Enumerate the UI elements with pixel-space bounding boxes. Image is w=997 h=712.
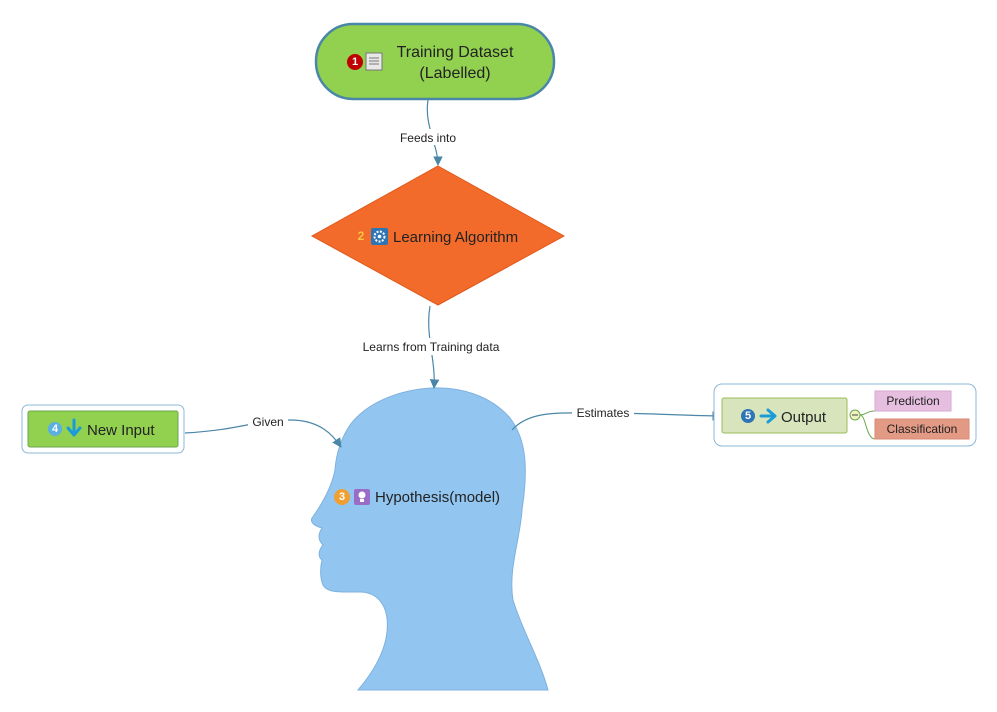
edge-label-given: Given [252, 415, 283, 429]
edge-given [184, 419, 342, 448]
collapse-toggle[interactable] [849, 409, 861, 421]
classification-child[interactable]: Classification [874, 418, 970, 440]
new-input-label: New Input [87, 422, 155, 439]
algorithm-number: 2 [358, 229, 365, 243]
training-dataset-node[interactable]: 1 Training Dataset (Labelled) [314, 22, 556, 101]
training-title-line1: Training Dataset [397, 44, 514, 61]
training-number-badge [347, 54, 363, 70]
training-title-line2: (Labelled) [419, 65, 490, 82]
learning-algorithm-node[interactable]: 2 Learning Algorithm [310, 165, 566, 306]
classification-box [874, 418, 970, 440]
arrow-down-icon [66, 418, 82, 437]
classification-label: Classification [887, 422, 958, 436]
output-label: Output [781, 409, 827, 426]
output-number: 5 [745, 410, 751, 422]
new-input-number: 4 [52, 423, 59, 435]
new-input-box [27, 410, 179, 448]
new-input-number-badge [48, 422, 62, 436]
algorithm-label: Learning Algorithm [393, 229, 518, 246]
document-icon [365, 52, 383, 71]
edge-label-learns-from: Learns from Training data [363, 340, 500, 354]
edge-label-bg [248, 414, 288, 429]
prediction-box [874, 390, 952, 412]
prediction-label: Prediction [886, 394, 939, 408]
child-connector [859, 410, 876, 416]
hypothesis-number: 3 [339, 491, 345, 503]
hypothesis-label: Hypothesis(model) [375, 489, 500, 506]
edge-label-bg [352, 338, 512, 355]
training-number: 1 [352, 56, 358, 68]
gear-icon [371, 228, 388, 245]
output-number-badge [741, 409, 755, 423]
prediction-child[interactable]: Prediction [874, 390, 952, 412]
output-node[interactable]: 5 Output Prediction Classification [713, 383, 977, 447]
hypothesis-node[interactable]: 3 Hypothesis(model) [311, 387, 549, 691]
edge-label-bg [572, 405, 634, 420]
new-input-node[interactable]: 4 New Input [21, 404, 185, 454]
edge-label-bg [393, 129, 463, 145]
hypothesis-number-badge [334, 489, 350, 505]
training-dataset-box [314, 22, 556, 101]
edge-label-estimates: Estimates [577, 406, 630, 420]
algorithm-diamond [310, 165, 566, 306]
edge-label-feeds-into: Feeds into [400, 131, 456, 145]
head-silhouette [311, 387, 549, 691]
output-box [721, 397, 848, 434]
child-connector [859, 414, 876, 440]
arrow-right-icon [759, 408, 777, 424]
lightbulb-icon [354, 489, 370, 505]
